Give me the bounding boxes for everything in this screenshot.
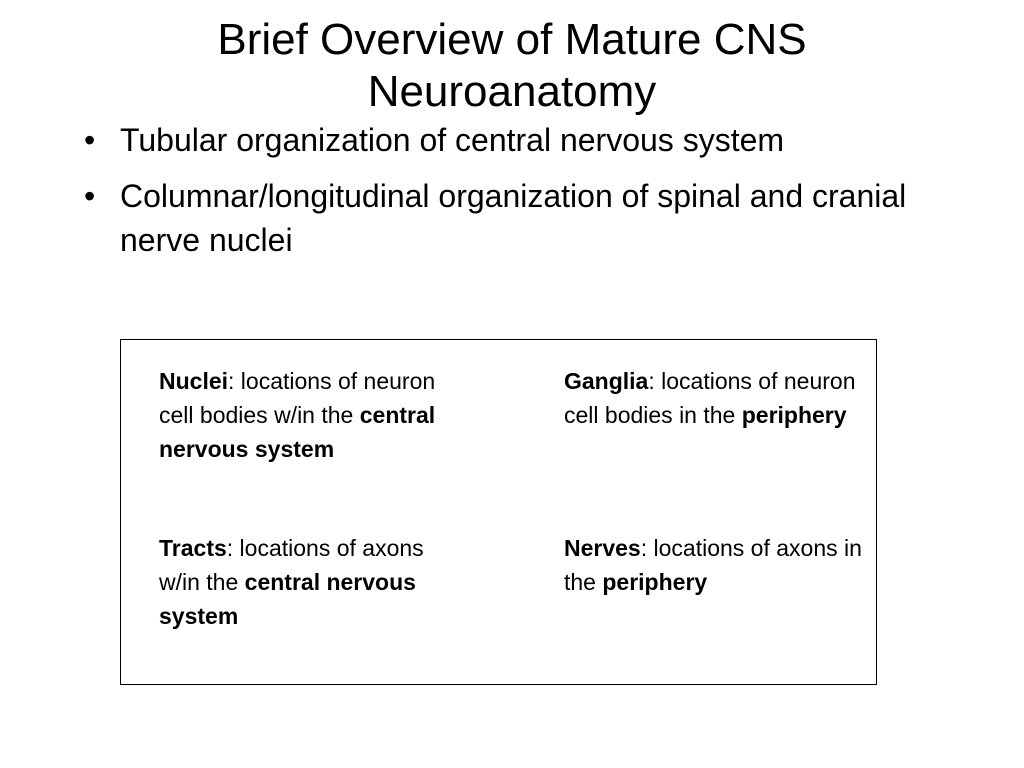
definition-term: Ganglia [564, 368, 649, 394]
bullet-marker: • [84, 122, 96, 158]
definition-emphasis: central nervous system [159, 402, 436, 462]
bullet-text: Tubular organization of central nervous … [120, 122, 785, 158]
bullet-text: Columnar/longitudinal organization of sp… [120, 178, 907, 258]
definition-tracts: Tracts: locations of axons w/in the cent… [159, 531, 459, 633]
bullet-marker: • [84, 178, 96, 214]
definition-term: Tracts [159, 535, 227, 561]
definition-text: : locations of neuron cell bodies in the [564, 368, 856, 428]
definition-text: : locations of neuron cell bodies w/in t… [159, 368, 436, 428]
definition-nuclei: Nuclei: locations of neuron cell bodies … [159, 364, 459, 466]
definition-emphasis: periphery [602, 569, 708, 595]
definition-ganglia: Ganglia: locations of neuron cell bodies… [564, 364, 864, 432]
bullet-item: • Columnar/longitudinal organization of … [84, 174, 934, 262]
definitions-box: Nuclei: locations of neuron cell bodies … [120, 339, 877, 685]
definition-term: Nuclei [159, 368, 229, 394]
definition-emphasis: central nervous system [159, 569, 416, 629]
slide-title: Brief Overview of Mature CNS Neuroanatom… [217, 15, 807, 116]
definition-text: : locations of axons in the [564, 535, 862, 595]
bullet-item: • Tubular organization of central nervou… [84, 118, 934, 162]
definition-nerves: Nerves: locations of axons in the periph… [564, 531, 864, 599]
definition-emphasis: periphery [741, 402, 847, 428]
definition-text: : locations of axons w/in the [159, 535, 424, 595]
definition-term: Nerves [564, 535, 641, 561]
bullet-list: • Tubular organization of central nervou… [84, 118, 934, 274]
